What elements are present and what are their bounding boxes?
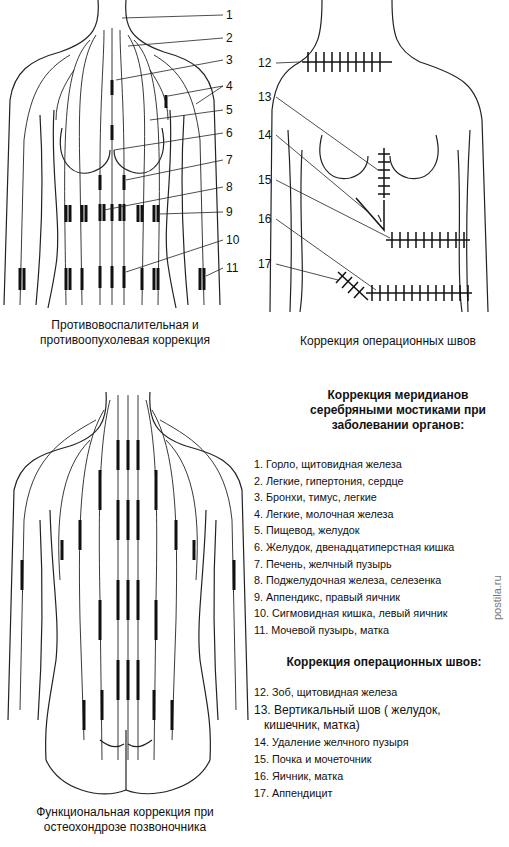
diagram-title: Коррекция меридианов серебряными мостика… [306,388,490,433]
callout-number: 1 [226,8,233,23]
watermark: postila.ru [491,575,505,620]
callout-number: 7 [226,153,233,168]
list-item: 6. Желудок, двенадцатиперстная кишка [254,541,507,554]
list-item: 4. Легкие, молочная железа [254,508,507,521]
list-item: 10. Сигмовидная кишка, левый яичник [254,607,507,620]
section-heading: Коррекция операционных швов: [264,655,504,670]
callout-number: 2 [226,31,233,46]
callout-number: 15 [258,173,271,188]
callout-number: 4 [226,79,233,94]
callout-number: 17 [258,257,271,272]
list-item: 1. Горло, щитовидная железа [254,458,507,471]
callout-number: 6 [226,126,233,141]
figure-caption: Коррекция операционных швов [270,334,506,349]
list-item: 15. Почка и мочеточник [254,753,507,766]
list-item: 14. Удаление желчного пузыря [254,736,507,749]
callout-number: 10 [226,233,239,248]
callout-number: 8 [226,180,233,195]
list-item: 3. Бронхи, тимус, легкие [254,491,507,504]
front-figure [4,0,223,308]
list-item: 2. Легкие, гипертония, сердце [254,475,507,488]
callout-number: 3 [226,53,233,68]
list-item: 5. Пищевод, желудок [254,524,507,537]
list-item: 16. Яичник, матка [254,770,507,783]
scar-figure [270,0,488,312]
callout-number: 14 [258,128,271,143]
callout-number: 16 [258,212,271,227]
callout-number: 5 [226,103,233,118]
figure-caption: Противовоспалительная и противоопухолева… [18,318,232,348]
list-item: 8. Поджелудочная железа, селезенка [254,574,507,587]
list-item: 11. Мочевой пузырь, матка [254,624,507,637]
figure-caption: Функциональная коррекция при остеохондро… [12,805,238,835]
callout-number: 11 [226,261,238,276]
list-item: 13. Вертикальный шов ( желудок, кишечник… [254,703,449,733]
list-item: 9. Аппендикс, правый яичник [254,591,507,604]
list-item: 12. Зоб, щитовидная железа [254,686,507,699]
list-item: 7. Печень, желчный пузырь [254,558,507,571]
back-figure [8,392,248,794]
list-item: 17. Аппендицит [254,787,507,800]
callout-number: 9 [226,205,233,220]
callout-number: 12 [258,56,271,71]
callout-number: 13 [258,90,271,105]
